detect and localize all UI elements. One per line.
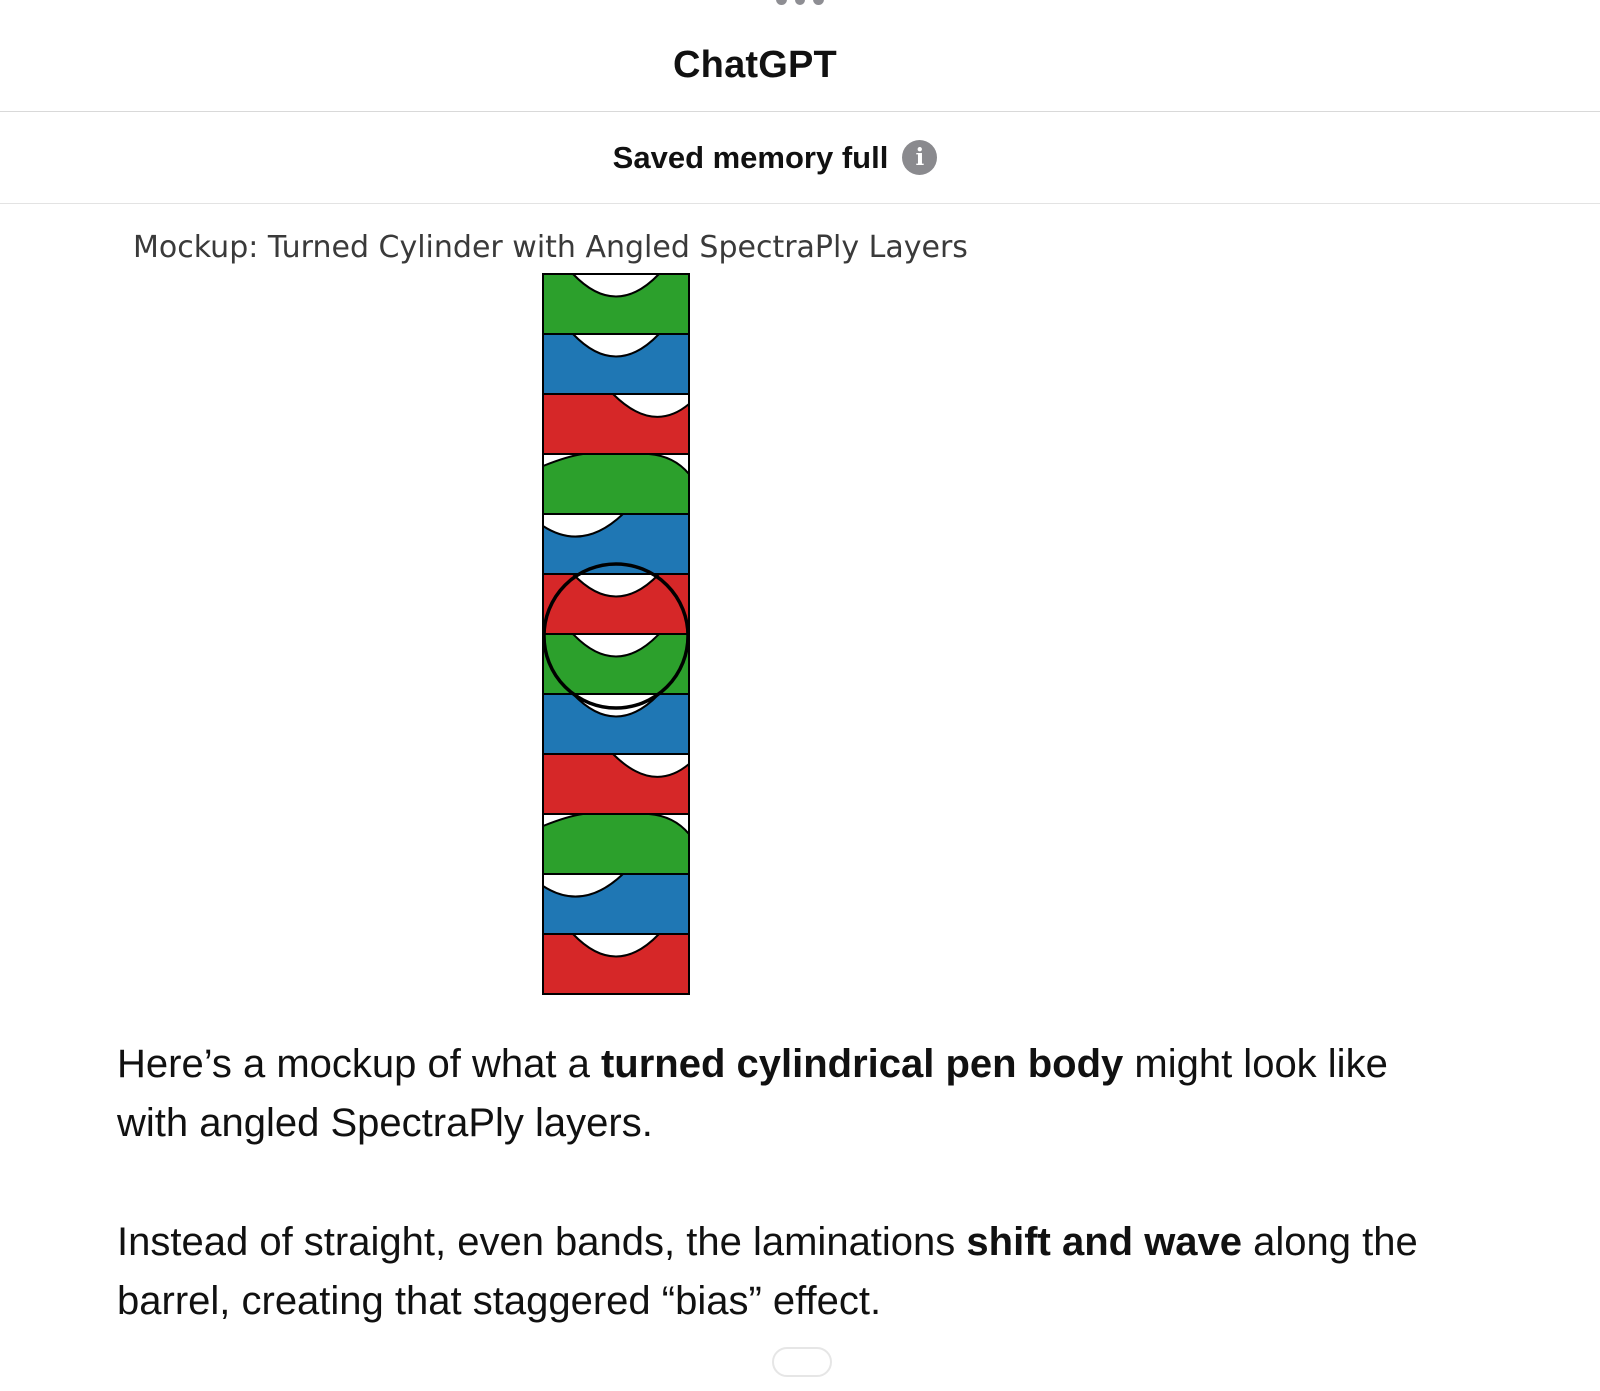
layer-notch (570, 933, 662, 958)
message-text: might look like with angled SpectraPly l… (117, 1042, 1388, 1145)
drag-dot (813, 0, 825, 5)
figure-title: Mockup: Turned Cylinder with Angled Spec… (133, 230, 968, 265)
app-title: ChatGPT (673, 44, 837, 86)
layer-notch (570, 333, 662, 358)
info-icon[interactable]: i (902, 140, 938, 175)
assistant-message: Here’s a mockup of what a turned cylindr… (117, 1035, 1447, 1391)
circle-marker (542, 562, 690, 710)
message-bold-text: shift and wave (966, 1220, 1243, 1264)
layer-notch (610, 393, 690, 418)
message-bold-text: turned cylindrical pen body (600, 1042, 1124, 1086)
layer-notch (542, 453, 690, 477)
layer-notch (542, 513, 626, 538)
layer-notch (570, 273, 662, 298)
memory-banner: Saved memory full i (0, 112, 1600, 204)
layer-notch (542, 813, 690, 837)
title-bar: ChatGPT (0, 0, 1600, 112)
layer-notch (610, 753, 690, 778)
drag-handle[interactable] (776, 0, 825, 8)
message-text: Here’s a mockup of what a (117, 1042, 601, 1086)
scroll-to-bottom-button[interactable] (772, 1347, 832, 1377)
drag-dot (794, 0, 806, 5)
drag-dot (776, 0, 787, 5)
message-paragraph: Here’s a mockup of what a turned cylindr… (117, 1035, 1447, 1153)
layer-stack (542, 273, 690, 995)
layer-notch (570, 633, 662, 658)
memory-banner-content: Saved memory full i (613, 140, 938, 176)
message-text: along the barrel, creating that staggere… (117, 1220, 1418, 1323)
layer-band (542, 453, 690, 515)
message-text: Instead of straight, even bands, the lam… (117, 1220, 967, 1264)
message-paragraph: Instead of straight, even bands, the lam… (117, 1213, 1447, 1331)
layer-notch (542, 873, 626, 898)
layer-band (542, 813, 690, 875)
generated-image[interactable] (0, 226, 1600, 1001)
memory-status-text: Saved memory full (612, 139, 889, 175)
